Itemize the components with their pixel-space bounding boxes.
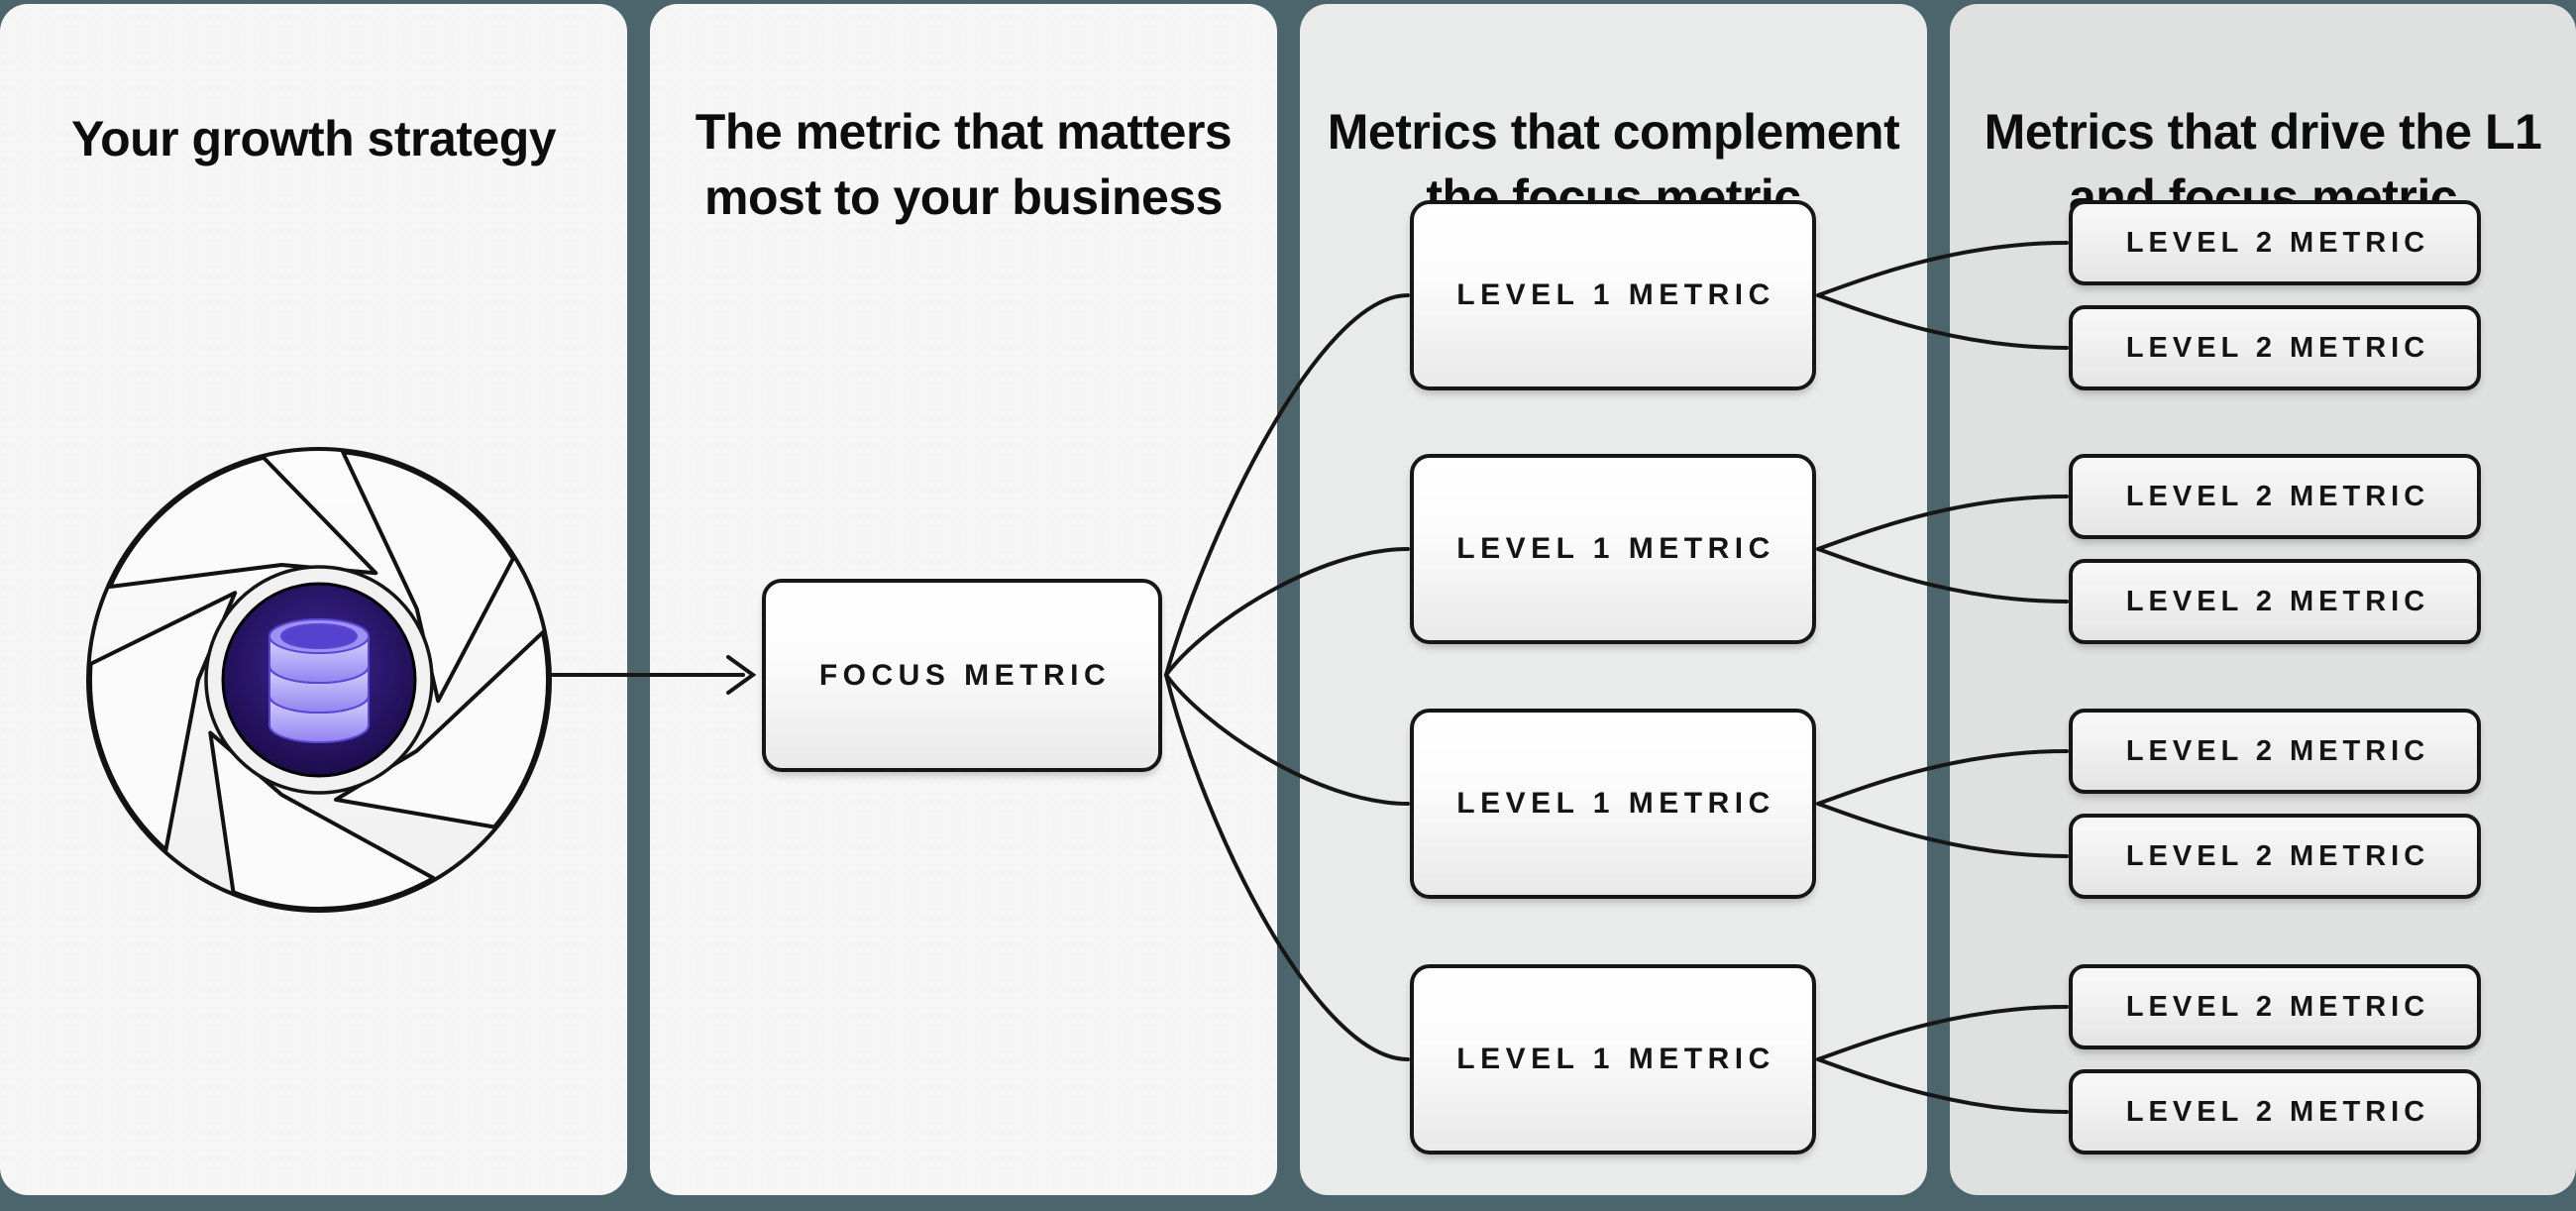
level1-label: LEVEL 1 METRIC <box>1456 787 1775 820</box>
database-icon <box>268 618 370 743</box>
level2-node: LEVEL 2 METRIC <box>2069 454 2481 539</box>
level2-node: LEVEL 2 METRIC <box>2069 814 2481 899</box>
growth-cycle-icon <box>86 447 552 913</box>
level1-label: LEVEL 1 METRIC <box>1456 1043 1775 1075</box>
pinwheel-blades <box>88 450 550 911</box>
level2-label: LEVEL 2 METRIC <box>2125 331 2430 364</box>
arrow-icon <box>545 655 757 695</box>
focus-to-level1-connectors <box>1164 293 1410 1061</box>
level1-node: LEVEL 1 METRIC <box>1410 200 1816 390</box>
focus-metric-label: FOCUS METRIC <box>818 658 1112 692</box>
level2-node: LEVEL 2 METRIC <box>2069 1069 2481 1155</box>
level2-node: LEVEL 2 METRIC <box>2069 559 2481 644</box>
panel-title-line: most to your business <box>704 169 1223 225</box>
panel-title: The metric that matters most to your bus… <box>650 99 1277 230</box>
focus-metric-node: FOCUS METRIC <box>762 579 1162 772</box>
level2-label: LEVEL 2 METRIC <box>2125 480 2430 512</box>
panel-title-line: Metrics that drive the L1 <box>1984 104 2542 160</box>
level1-label: LEVEL 1 METRIC <box>1456 278 1775 311</box>
panel-title: Your growth strategy <box>70 111 557 166</box>
level2-label: LEVEL 2 METRIC <box>2125 1095 2430 1128</box>
level1-to-level2-connectors <box>1816 241 2069 1114</box>
level2-node: LEVEL 2 METRIC <box>2069 305 2481 390</box>
level2-node: LEVEL 2 METRIC <box>2069 964 2481 1049</box>
panel-title-line: Metrics that complement <box>1327 104 1900 160</box>
level2-node: LEVEL 2 METRIC <box>2069 709 2481 794</box>
level1-node: LEVEL 1 METRIC <box>1410 964 1816 1155</box>
level2-label: LEVEL 2 METRIC <box>2125 585 2430 617</box>
level2-label: LEVEL 2 METRIC <box>2125 226 2430 259</box>
level2-label: LEVEL 2 METRIC <box>2125 734 2430 767</box>
level1-label: LEVEL 1 METRIC <box>1456 532 1775 565</box>
level1-node: LEVEL 1 METRIC <box>1410 454 1816 644</box>
level2-label: LEVEL 2 METRIC <box>2125 990 2430 1023</box>
level1-node: LEVEL 1 METRIC <box>1410 709 1816 899</box>
level2-label: LEVEL 2 METRIC <box>2125 839 2430 872</box>
level2-node: LEVEL 2 METRIC <box>2069 200 2481 285</box>
panel-title-line: The metric that matters <box>695 104 1233 160</box>
